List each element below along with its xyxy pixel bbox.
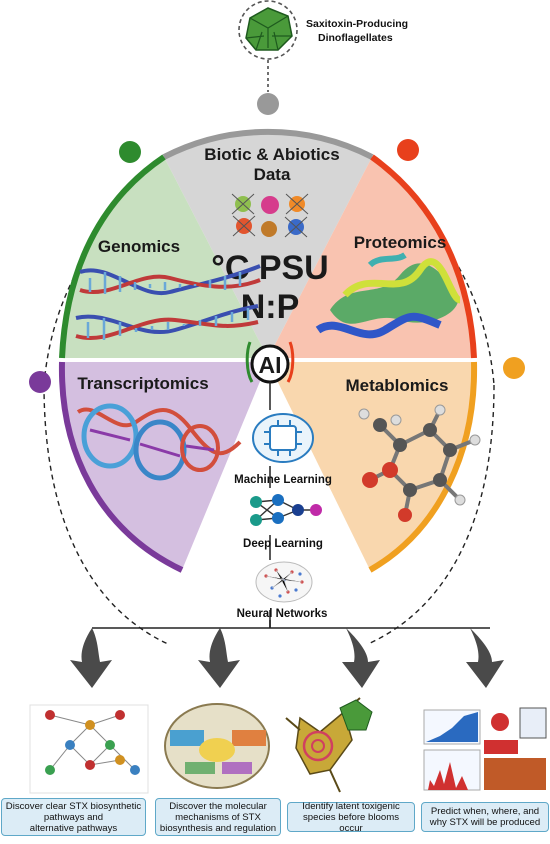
output-1-line2: pathways and bbox=[43, 811, 104, 823]
segment-metabolomics bbox=[268, 362, 475, 570]
ai-ring-left-green bbox=[245, 341, 254, 383]
distribution-bar bbox=[92, 620, 490, 629]
output-2-line2: mechanisms of STX bbox=[175, 811, 261, 823]
method-machine-learning: Machine Learning bbox=[234, 474, 332, 486]
header-title-line2: Dinoflagellates bbox=[318, 32, 393, 44]
rim-gray bbox=[162, 128, 374, 160]
ring-dot-purple bbox=[29, 371, 51, 393]
rim-green bbox=[59, 154, 166, 359]
genomics-title: Genomics bbox=[98, 237, 180, 256]
proteomics-title: Proteomics bbox=[354, 233, 447, 252]
output-4-line1: Predict when, where, and bbox=[430, 806, 540, 817]
ring-dot-green bbox=[119, 141, 141, 163]
params-line1: °C PSU bbox=[211, 249, 329, 287]
output-3-line2: species before blooms occur bbox=[303, 811, 399, 834]
header-title-line1: Saxitoxin-Producing bbox=[306, 18, 408, 30]
pathway-network-thumbnail bbox=[29, 704, 149, 794]
output-1-line3: alternative pathways bbox=[29, 822, 118, 834]
neural-net-icon bbox=[250, 494, 322, 526]
ai-chip-brain-icon bbox=[252, 413, 314, 463]
ring-dot-gray bbox=[257, 93, 279, 115]
toxigenic-species-thumbnail bbox=[285, 697, 373, 793]
output-4-line2: why STX will be produced bbox=[429, 817, 541, 828]
ring-dot-red bbox=[397, 139, 419, 161]
rim-red bbox=[370, 154, 477, 359]
transcriptomics-title: Transcriptomics bbox=[77, 374, 208, 393]
output-3-line1: Identify latent toxigenic bbox=[302, 800, 400, 812]
output-1-line1: Discover clear STX biosynthetic bbox=[5, 800, 142, 812]
microbes-icon bbox=[231, 193, 309, 238]
rim-orange bbox=[368, 361, 478, 573]
cell-mechanism-thumbnail bbox=[164, 703, 270, 789]
protein-ribbon-icon bbox=[315, 252, 462, 339]
rim-purple bbox=[58, 361, 184, 573]
output-2-line1: Discover the molecular bbox=[169, 800, 267, 812]
down-arrow-icon bbox=[466, 628, 504, 688]
rna-helix-icon bbox=[76, 403, 242, 481]
down-arrow-icon bbox=[198, 628, 240, 688]
biotic-title-line1: Biotic & Abiotics bbox=[204, 145, 339, 164]
ring-dot-orange bbox=[503, 357, 525, 379]
method-deep-learning: Deep Learning bbox=[243, 538, 323, 550]
dinoflagellate-cell-icon bbox=[238, 0, 298, 60]
metabolomics-title: Metablomics bbox=[346, 376, 449, 395]
down-arrow-icon bbox=[342, 628, 380, 688]
brain-network-icon bbox=[255, 561, 313, 603]
segment-transcriptomics bbox=[61, 362, 268, 570]
down-arrow-icon bbox=[70, 628, 112, 688]
output-2-line3: biosynthesis and regulation bbox=[159, 822, 277, 834]
dna-helix-icon bbox=[75, 264, 261, 340]
molecule-ball-stick-icon bbox=[358, 404, 481, 522]
ai-center-label: AI bbox=[259, 352, 282, 378]
method-neural-networks: Neural Networks bbox=[237, 608, 328, 620]
segment-biotic bbox=[164, 131, 372, 358]
bloom-prediction-thumbnail bbox=[423, 707, 547, 791]
biotic-title-line2: Data bbox=[254, 165, 291, 184]
ai-ring-right-red bbox=[286, 341, 295, 383]
